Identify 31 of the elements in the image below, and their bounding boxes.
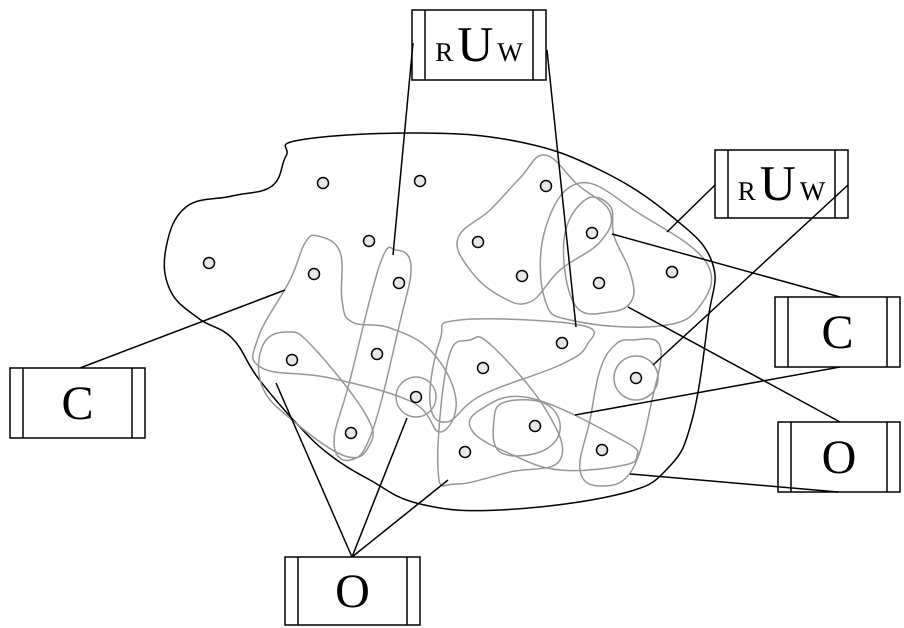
hyperedge-loop [578,338,662,487]
leader-line [666,184,716,233]
leader-line [275,382,353,558]
label-box: O [777,421,901,493]
hyperedge-loop [562,196,635,315]
leader-line [392,42,414,256]
hyperedge-loop [456,154,612,305]
leader-line [612,233,840,298]
leader-line [546,50,577,328]
leader-line [80,289,286,369]
leader-line [351,418,408,558]
region-outline [164,132,716,512]
leader-line [352,479,448,558]
label-box: O [284,556,421,626]
label-box: C [9,367,146,439]
leader-line [574,366,840,416]
leader-line [652,184,849,366]
hyperedge-loop [258,331,374,458]
hyperedge-loop [540,182,712,328]
hyperedge-loop [437,336,564,487]
hyperedge-circle [613,355,659,401]
hyperedge-loop [492,399,561,457]
hyperedge-loop [333,246,412,462]
hyperedge-loop [468,396,639,472]
hyperedge-circle [395,376,437,418]
leader-line [628,306,840,423]
label-box: RUW [714,149,849,219]
hyperedge-loop [429,318,596,423]
label-box: RUW [411,9,547,81]
label-box: C [774,296,901,368]
hyperedge-loop [252,234,457,433]
